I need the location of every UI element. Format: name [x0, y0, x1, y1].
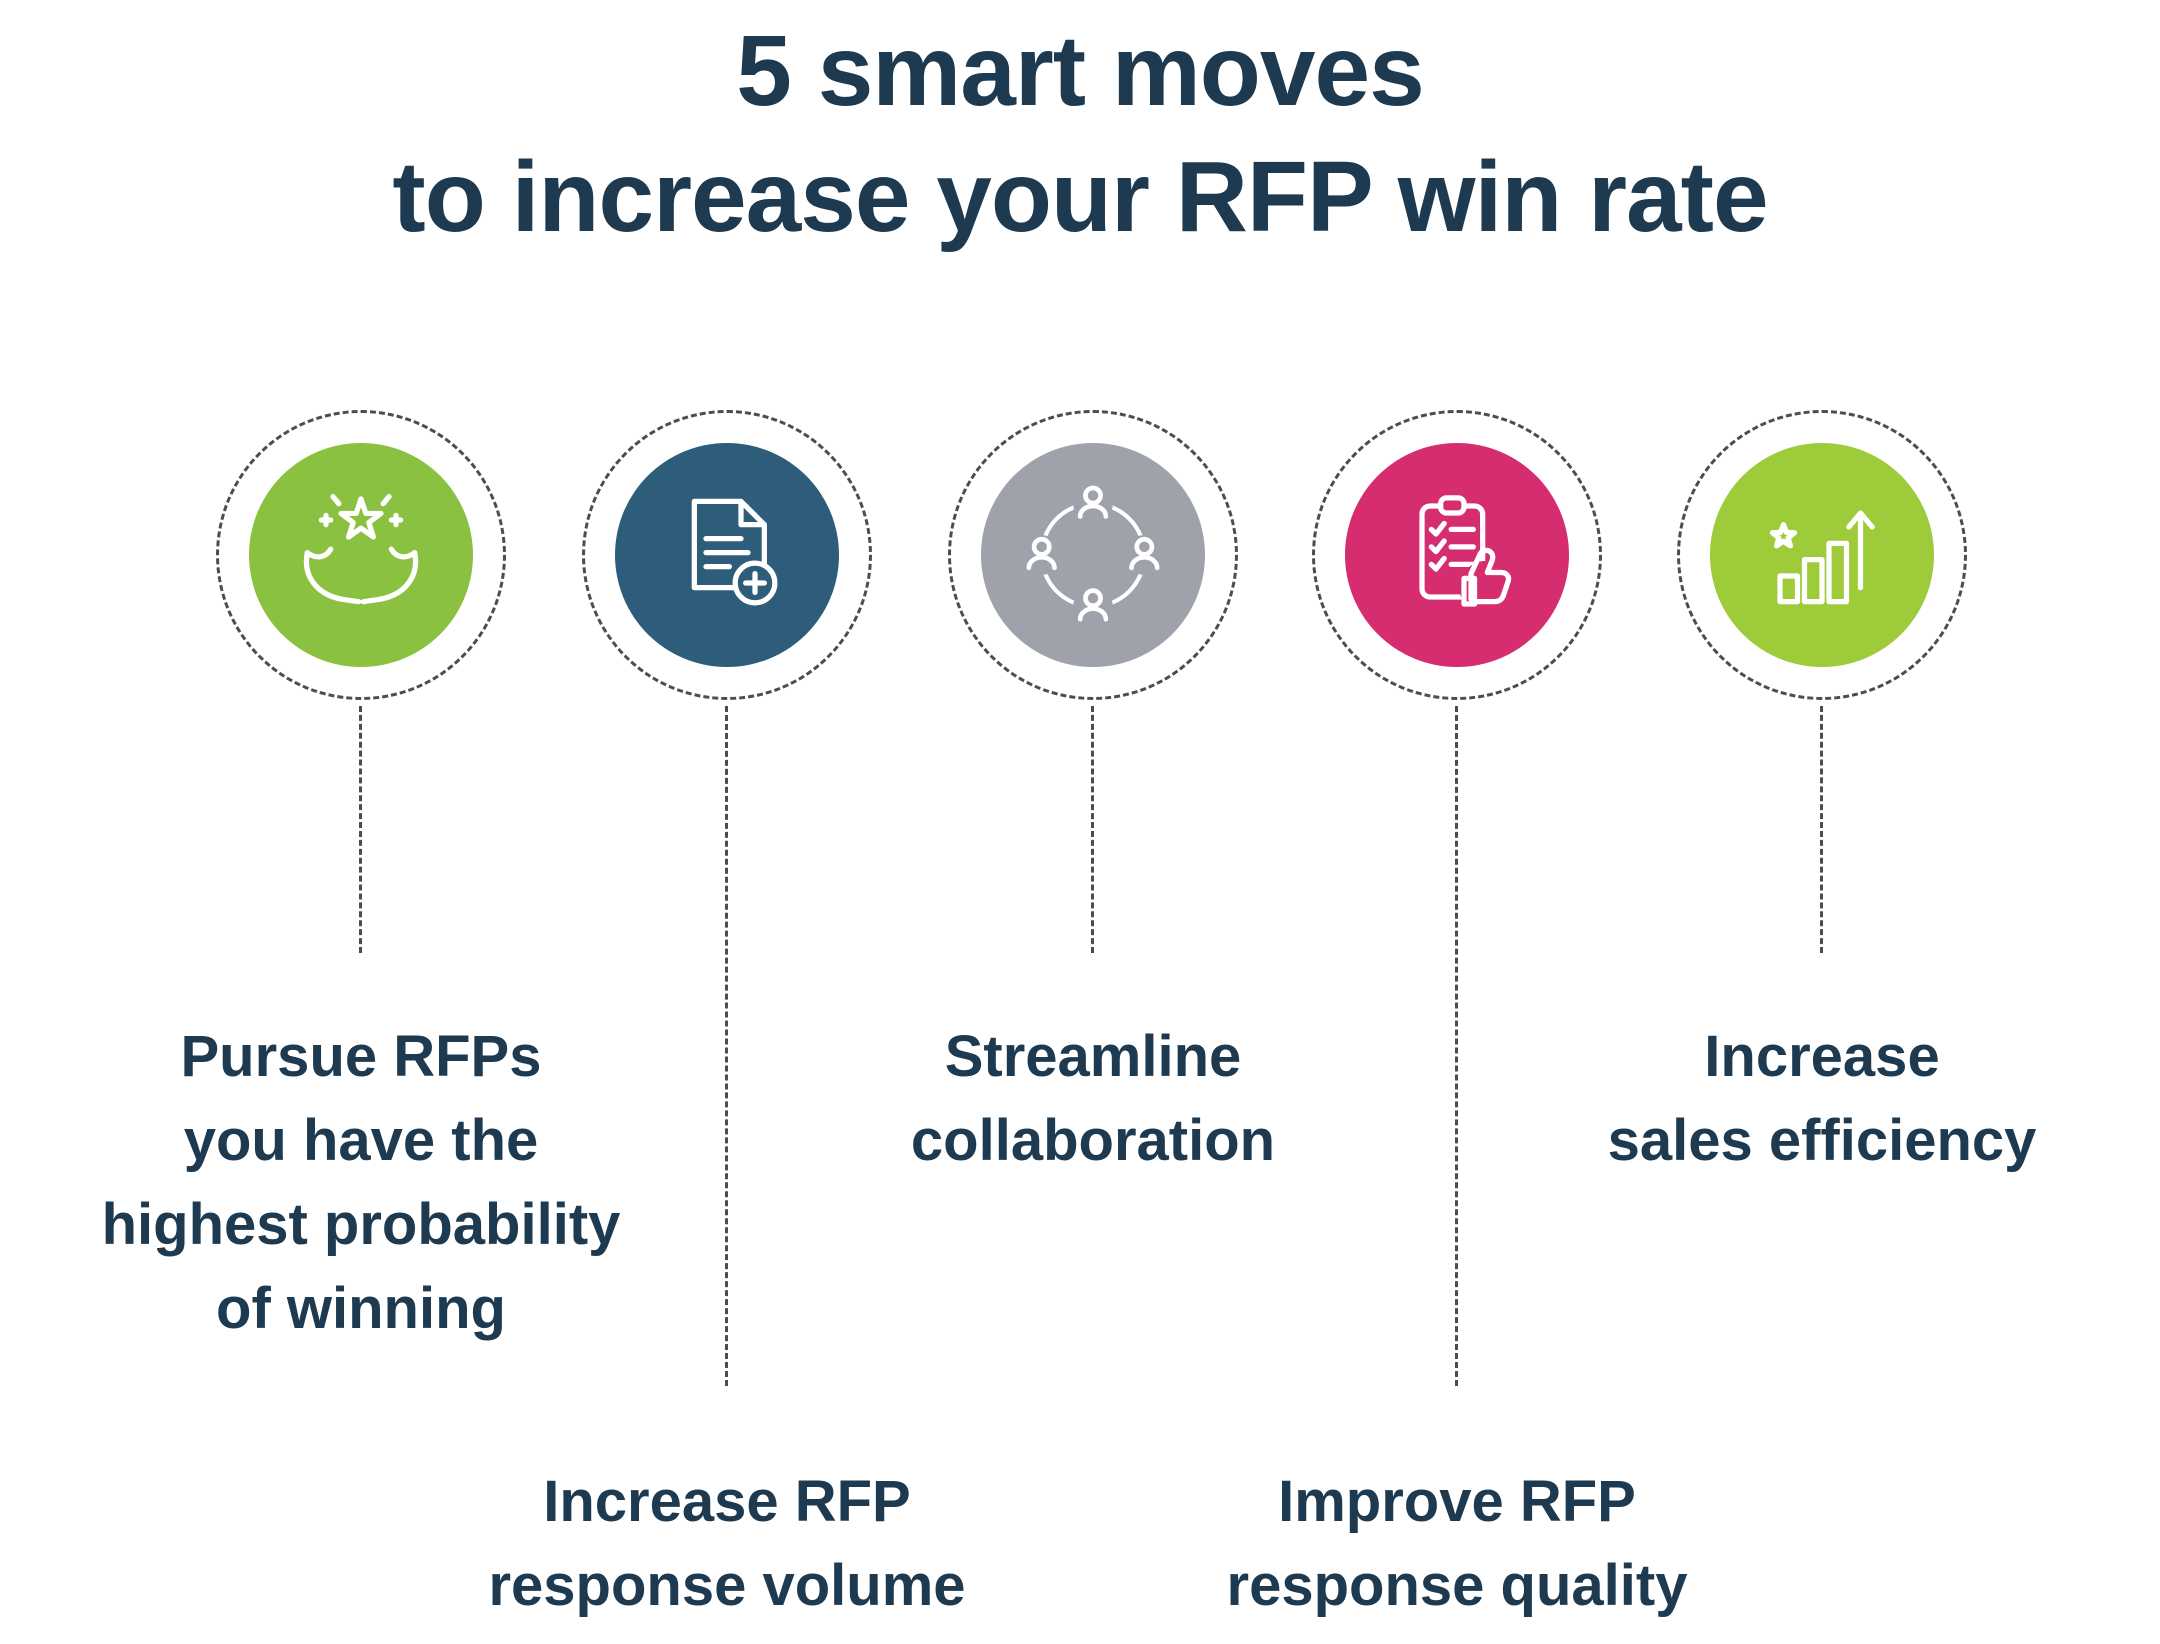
growth-chart-icon: [1769, 510, 1875, 605]
dashed-ring: [1677, 410, 1967, 700]
step-circle-2: [615, 443, 839, 667]
step-label-2: Increase RFP response volume: [488, 1469, 966, 1618]
connector-line: [1820, 706, 1823, 953]
step-column-2: Increase RFP response volume: [397, 0, 1057, 1644]
dashed-ring: [216, 410, 506, 700]
step-column-5: Increase sales efficiency: [1492, 0, 2152, 1644]
page-title-line-1: 5 smart moves: [736, 15, 1424, 127]
step-column-3: Streamline collaboration: [763, 0, 1423, 1644]
step-circle-5: [1710, 443, 1934, 667]
step-circle-1: [249, 443, 473, 667]
step-label-3: Streamline collaboration: [910, 1024, 1276, 1173]
step-label-1: Pursue RFPs you have the highest probabi…: [101, 1024, 621, 1341]
step-circle-4: [1345, 443, 1569, 667]
dashed-ring: [582, 410, 872, 700]
step-label-5: Increase sales efficiency: [1607, 1024, 2037, 1173]
connector-line: [1455, 706, 1458, 1386]
dashed-ring: [1312, 410, 1602, 700]
step-label-4: Improve RFP response quality: [1226, 1469, 1688, 1618]
connector-line: [725, 706, 728, 1386]
document-add-icon: [691, 498, 778, 606]
step-column-4: Improve RFP response quality: [1127, 0, 1787, 1644]
connector-line: [359, 706, 362, 953]
checklist-thumbsup-icon: [1419, 495, 1513, 615]
hands-star-icon: [303, 494, 419, 605]
collaboration-icon: [1023, 485, 1163, 625]
connector-line: [1091, 706, 1094, 953]
step-circle-3: [981, 443, 1205, 667]
page-title-line-2: to increase your RFP win rate: [392, 141, 1768, 253]
step-column-1: Pursue RFPs you have the highest probabi…: [31, 0, 691, 1644]
dashed-ring: [948, 410, 1238, 700]
page-title: 5 smart moves to increase your RFP win r…: [0, 8, 2160, 260]
